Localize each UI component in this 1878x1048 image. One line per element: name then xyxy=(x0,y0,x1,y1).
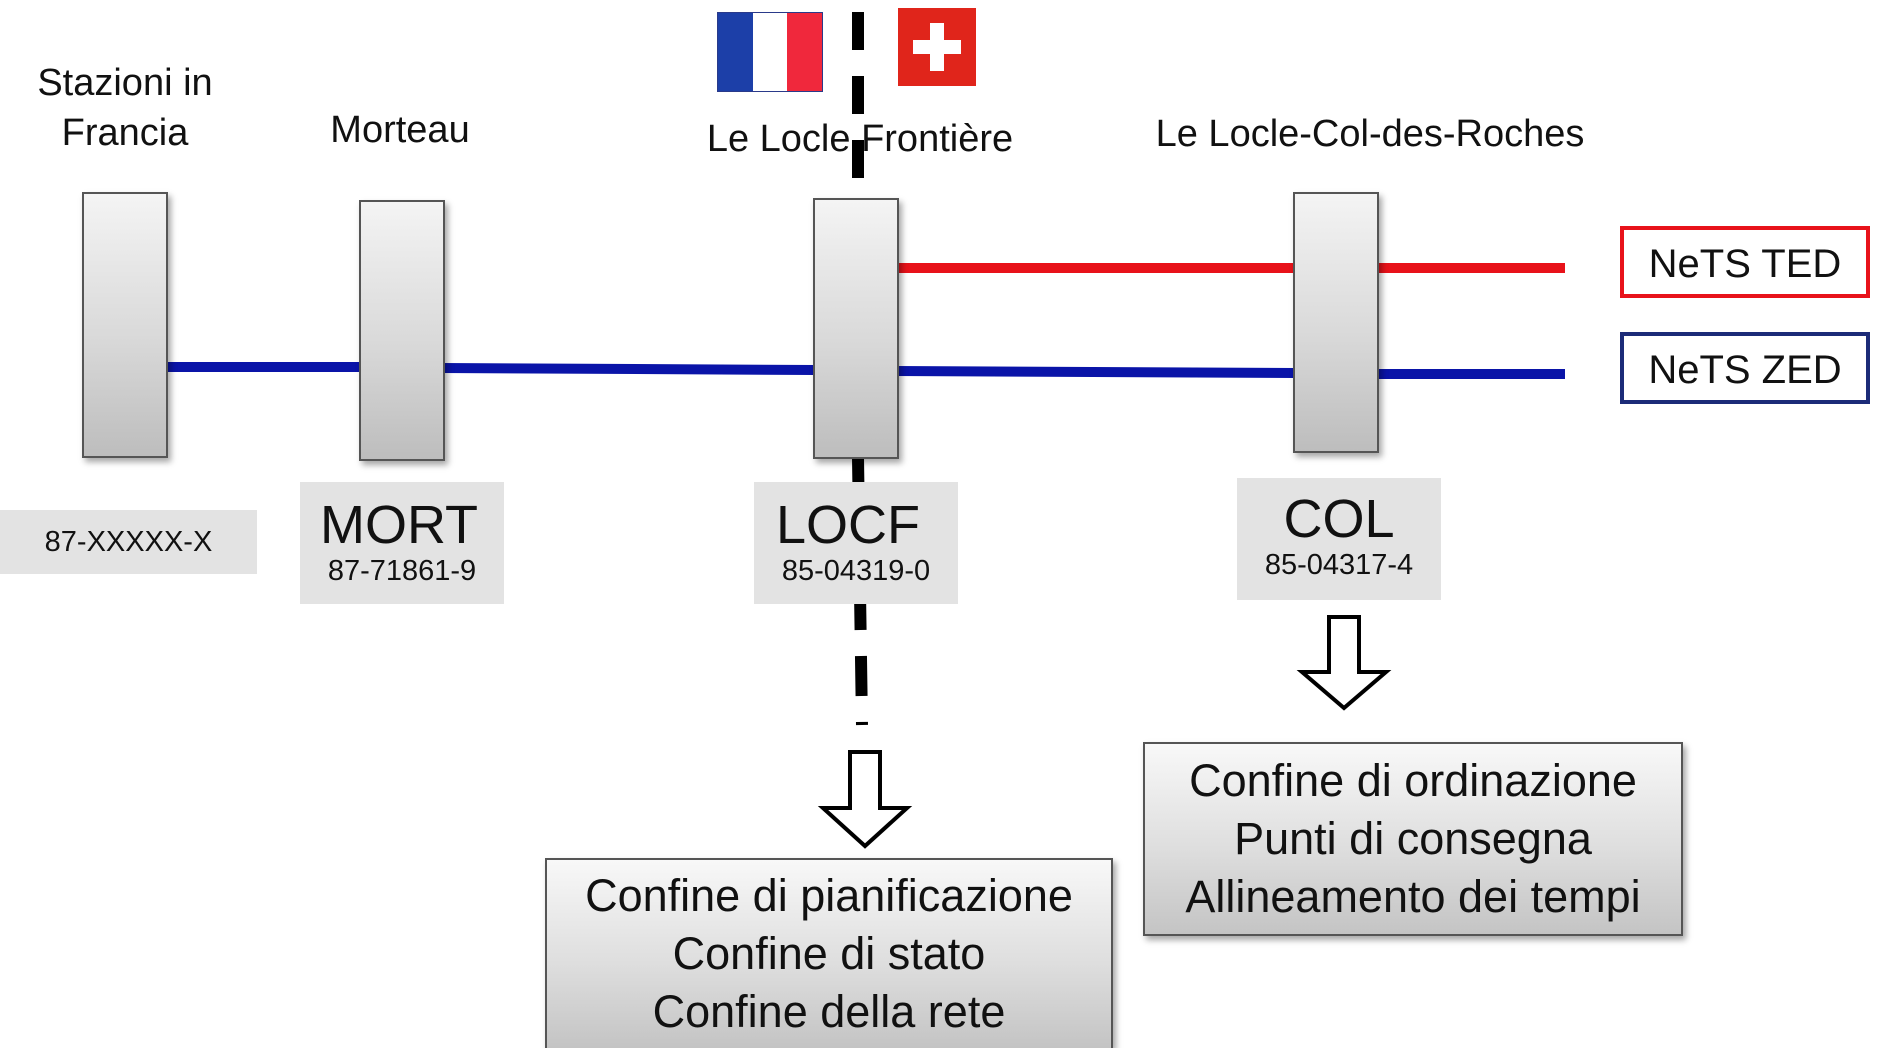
down-arrow-icon xyxy=(817,750,913,849)
station-number: 85-04319-0 xyxy=(781,555,931,587)
box-line: Confine di pianificazione xyxy=(585,870,1073,921)
station-title-francia: Stazioni in Francia xyxy=(37,62,213,154)
box-line: Confine di ordinazione xyxy=(1189,755,1637,806)
station-number: 87-XXXXX-X xyxy=(44,526,213,558)
switzerland-flag-icon xyxy=(898,8,976,86)
box-line: Punti di consegna xyxy=(1234,813,1592,864)
box-line: Allineamento dei tempi xyxy=(1185,871,1641,922)
station-abbreviation: MORT xyxy=(320,495,478,555)
legend-zed: NeTS ZED xyxy=(1620,332,1870,404)
station-code-col: COL 85-04317-4 xyxy=(1237,478,1441,600)
border-definition-box-locf: Confine di pianificazione Confine di sta… xyxy=(545,858,1113,1048)
station-code-morteau: MORT 87-71861-9 xyxy=(300,482,504,604)
box-line: Confine della rete xyxy=(652,986,1006,1037)
station-code-francia: 87-XXXXX-X xyxy=(0,510,257,574)
border-definition-box-col: Confine di ordinazione Punti di consegna… xyxy=(1143,742,1683,936)
station-title-col: Le Locle-Col-des-Roches xyxy=(1155,113,1585,155)
down-arrow-icon xyxy=(1296,615,1392,711)
box-line: Confine di stato xyxy=(672,928,986,979)
zed-line-segment xyxy=(439,363,816,375)
station-code-locf: LOCF 85-04319-0 xyxy=(754,482,958,604)
station-block-col xyxy=(1293,192,1379,453)
station-abbreviation: LOCF xyxy=(776,495,921,555)
zed-line-segment xyxy=(894,366,1296,378)
station-abbreviation: COL xyxy=(1283,489,1395,549)
france-flag-icon xyxy=(717,12,823,92)
station-number: 85-04317-4 xyxy=(1264,549,1414,581)
station-title-locf: Le Locle Frontière xyxy=(706,118,1014,160)
station-block-morteau xyxy=(359,200,445,461)
station-block-locf xyxy=(813,198,899,459)
station-number: 87-71861-9 xyxy=(327,555,477,587)
legend-ted: NeTS TED xyxy=(1620,226,1870,298)
station-block-francia xyxy=(82,192,168,458)
station-title-morteau: Morteau xyxy=(330,109,470,151)
